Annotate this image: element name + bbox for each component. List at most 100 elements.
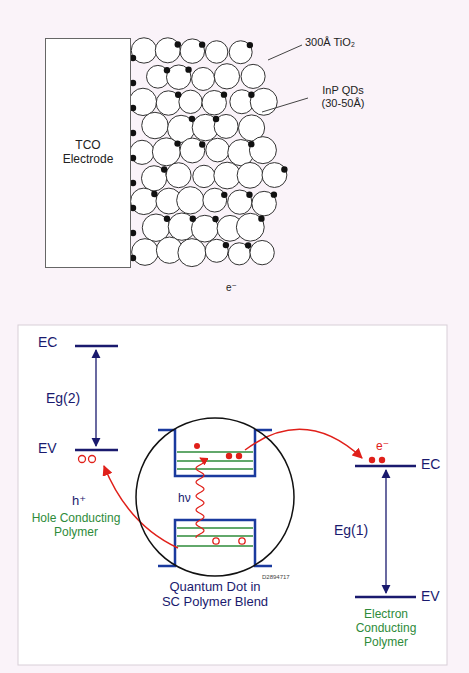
band-edge: EV (38, 440, 57, 456)
material-label: Electron Conducting Polymer (334, 608, 438, 649)
tio2-particle (236, 213, 264, 241)
tio2-particle (214, 64, 239, 89)
inp-quantum-dot (189, 116, 195, 122)
tio2-particle (237, 162, 263, 188)
tio2-particle (129, 88, 156, 115)
inp-quantum-dot (247, 42, 253, 48)
electrode-box: TCO Electrode (45, 38, 131, 268)
tio2-particle (192, 67, 215, 90)
tio2-particle (250, 240, 274, 264)
photon-wave (196, 458, 204, 538)
inp-quantum-dot (199, 141, 205, 147)
gap-arrow (385, 470, 386, 593)
tio2-particle (202, 90, 226, 114)
inp-quantum-dot (281, 166, 287, 172)
valence-level (75, 449, 118, 452)
electron (194, 443, 200, 449)
tio2-particle (229, 41, 252, 64)
tio2-particle (147, 65, 170, 88)
hole (213, 538, 219, 544)
inp-quantum-dot (221, 192, 227, 198)
energy-panel (18, 325, 447, 665)
dot-outline-circle (136, 418, 294, 576)
tio2-particle (228, 190, 252, 214)
inp-quantum-dot (174, 140, 180, 146)
part-label: InP QDs (30-50Å) (312, 84, 374, 109)
tio2-particle (130, 140, 154, 164)
hole-transfer-arrow (104, 466, 178, 548)
node-caption: Quantum Dot in SC Polymer Blend (160, 580, 270, 610)
tio2-particle (179, 90, 202, 113)
inp-quantum-dot (151, 191, 157, 197)
leader-line (268, 45, 302, 60)
valence-level (355, 596, 416, 599)
conduction-level (75, 345, 118, 348)
inp-quantum-dot (248, 92, 254, 98)
conduction-level (355, 465, 416, 468)
quantum-dot-circle: Quantum Dot in SC Polymer Blend (135, 417, 295, 612)
tio2-particle (249, 137, 276, 164)
inp-quantum-dot (258, 215, 264, 221)
tio2-particle (180, 39, 204, 63)
inp-quantum-dot (164, 67, 170, 73)
hole (79, 456, 86, 463)
inp-quantum-dot (245, 242, 251, 248)
tio2-particle (177, 187, 204, 214)
electron-label: e⁻ (376, 440, 389, 454)
tio2-particle (132, 239, 159, 266)
tio2-particle (262, 163, 287, 188)
tio2-particle (142, 112, 168, 138)
dot-outline (135, 417, 295, 577)
tio2-particle (241, 64, 265, 88)
tio2-particle (205, 41, 227, 63)
inp-quantum-dot (199, 41, 205, 47)
conduction-well (158, 430, 272, 476)
inp-quantum-dot (212, 216, 218, 222)
photon-label: hν (178, 492, 191, 506)
band-gap: Eg(2) (46, 390, 80, 406)
electron (236, 453, 242, 459)
band-gap: Eg(1) (334, 522, 368, 538)
inp-quantum-dot (175, 41, 181, 47)
tio2-particle (206, 138, 230, 162)
electron-label: e⁻ (226, 282, 237, 294)
inp-quantum-dot (221, 91, 227, 97)
band-edge: EV (421, 588, 440, 604)
tio2-particle (252, 191, 277, 216)
band-edge: EC (38, 334, 57, 350)
tio2-particles (129, 38, 287, 267)
tio2-particle (166, 65, 191, 90)
electron (379, 457, 385, 463)
gap-arrow (95, 350, 96, 446)
tio2-particle (156, 91, 180, 115)
inp-quantum-dot (164, 216, 170, 222)
inp-quantum-dot (248, 141, 254, 147)
figure-id: D2894717 (262, 574, 290, 581)
inp-quantum-dot (175, 91, 181, 97)
material-label: Hole Conducting Polymer (26, 512, 126, 540)
hole (239, 538, 245, 544)
electron (226, 453, 232, 459)
tio2-particle (180, 138, 205, 163)
tio2-particle (214, 162, 241, 189)
hole (89, 456, 96, 463)
inp-quantum-dot (161, 166, 167, 172)
inp-quantum-dot (246, 192, 252, 198)
inp-quantum-dot (271, 191, 277, 197)
electron (369, 457, 375, 463)
tio2-particle (141, 166, 166, 191)
inp-quantum-dot (185, 66, 191, 72)
valence-well (158, 520, 272, 566)
inp-quantum-dot (213, 116, 219, 122)
tio2-particle (178, 239, 206, 267)
tio2-particle (155, 38, 180, 63)
tio2-particle (166, 163, 191, 188)
tio2-particle (131, 188, 157, 214)
leader-line (262, 98, 308, 112)
tio2-particle (205, 239, 228, 262)
inp-quantum-dot (190, 216, 196, 222)
dimension-label: 300Å TiO₂ (305, 36, 355, 49)
inp-quantum-dot (223, 242, 229, 248)
tio2-particle (203, 188, 227, 212)
tio2-particle (152, 138, 180, 166)
